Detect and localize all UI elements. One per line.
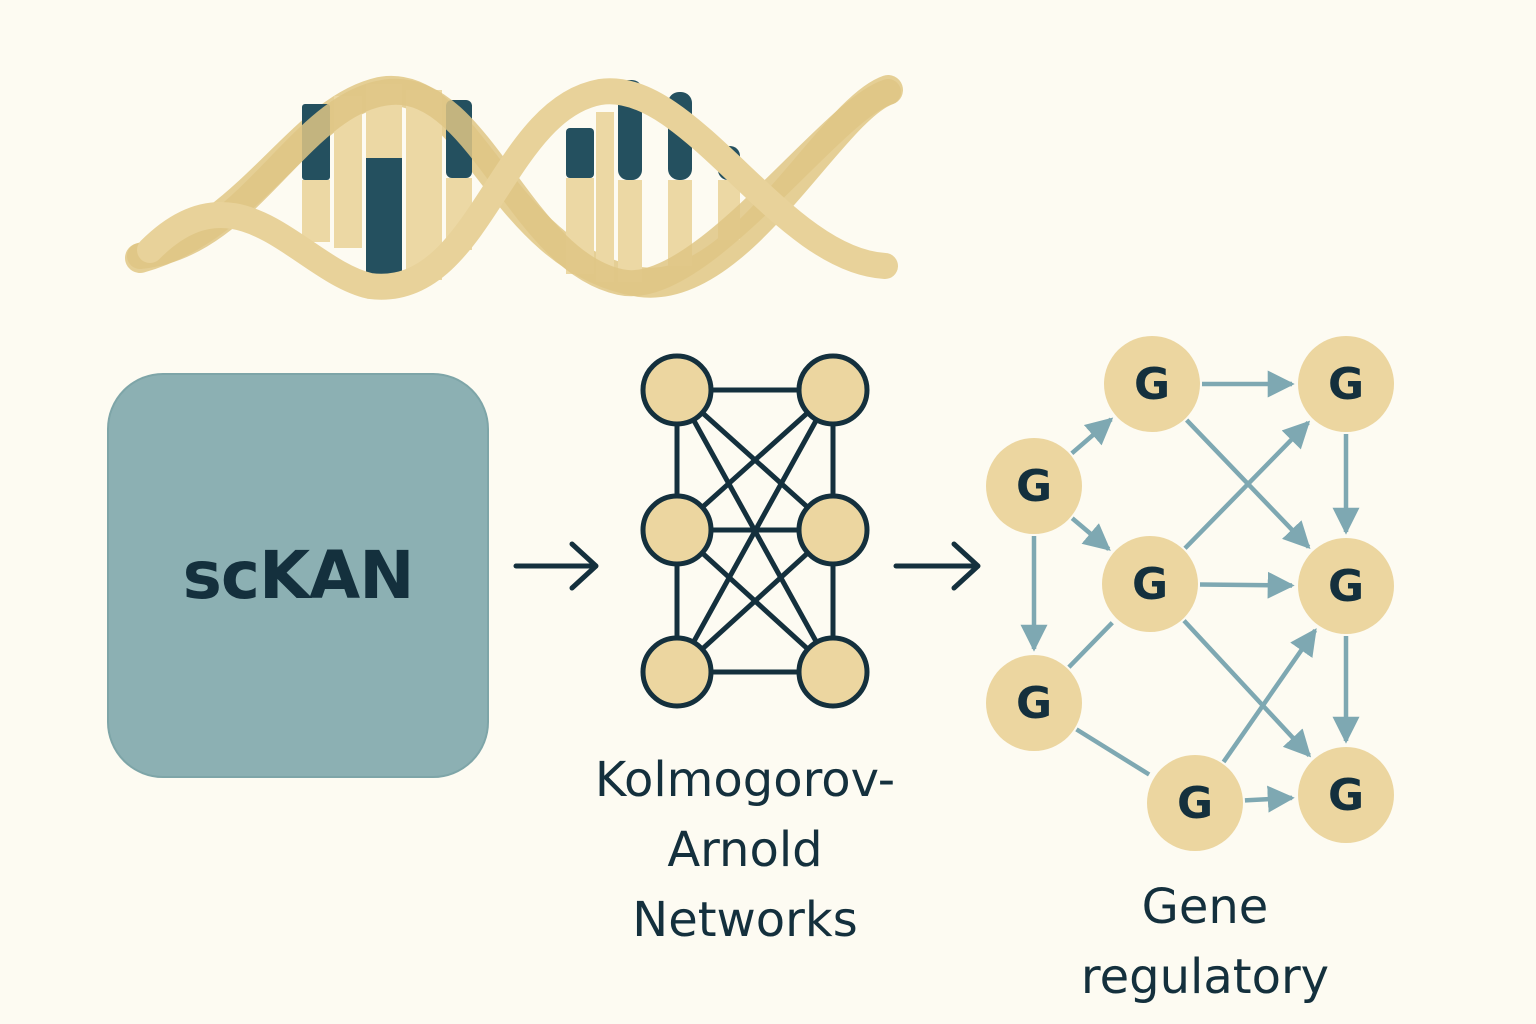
scKAN-block: scKAN: [107, 373, 489, 778]
kan-caption-line: Networks: [632, 892, 858, 948]
gene-node-label: G: [1328, 561, 1364, 612]
kan-node: [796, 493, 870, 567]
gene-edge: [1070, 516, 1111, 551]
gene-edge: [1070, 417, 1114, 456]
network-icon: [640, 353, 870, 709]
scKAN-label: scKAN: [182, 537, 415, 614]
kan-caption-line: Kolmogorov-: [594, 752, 896, 808]
gene-node-label: G: [1177, 778, 1213, 829]
kan-caption: Kolmogorov- Arnold Networks: [535, 745, 955, 955]
gene-node-circle: [1298, 747, 1394, 843]
gene-node: G: [1147, 755, 1243, 851]
gene-edge: [1183, 420, 1311, 550]
gene-node-circle: [986, 438, 1082, 534]
gene-node: G: [1298, 538, 1394, 634]
kan-node: [640, 493, 714, 567]
kan-caption-line: Arnold: [667, 822, 823, 878]
kan-node: [796, 353, 870, 427]
gene-edge: [1182, 619, 1312, 758]
dna-helix-icon: [125, 75, 903, 300]
gene-node-circle: [1298, 336, 1394, 432]
gene-node: G: [986, 655, 1082, 751]
grn-nodes: G G G G G G G G: [986, 336, 1394, 851]
gene-node: G: [1298, 747, 1394, 843]
gene-edge: [1221, 628, 1318, 764]
gene-caption-line: Gene: [1141, 879, 1269, 935]
gene-node-label: G: [1016, 461, 1052, 512]
gene-edge: [1244, 785, 1295, 813]
gene-node-label: G: [1016, 678, 1052, 729]
gene-node: G: [986, 438, 1082, 534]
gene-node-circle: [1104, 336, 1200, 432]
gene-node-label: G: [1132, 559, 1168, 610]
gene-node-circle: [986, 655, 1082, 751]
gene-node-label: G: [1328, 359, 1364, 410]
grn-edges: [1020, 370, 1360, 813]
gene-node: G: [1102, 536, 1198, 632]
gene-network-caption: Gene regulatory: [1005, 872, 1405, 1012]
gene-node-label: G: [1134, 359, 1170, 410]
gene-graph-icon: G G G G G G G G: [986, 336, 1394, 851]
gene-node: G: [1298, 336, 1394, 432]
kan-node: [640, 635, 714, 709]
gene-edge: [1067, 621, 1114, 669]
gene-node-circle: [1298, 538, 1394, 634]
kan-edge: [674, 388, 836, 674]
gene-edge: [1075, 727, 1151, 777]
gene-node-circle: [1147, 755, 1243, 851]
kan-node: [796, 635, 870, 709]
kan-node: [640, 353, 714, 427]
gene-caption-line: regulatory: [1080, 949, 1330, 1005]
dna-front-strand: [127, 78, 901, 300]
arrow-right-icon: [893, 541, 981, 591]
gene-node-label: G: [1328, 770, 1364, 821]
gene-node: G: [1104, 336, 1200, 432]
gene-edge: [1199, 571, 1295, 599]
arrow-right-icon: [513, 541, 599, 591]
gene-node-circle: [1102, 536, 1198, 632]
kan-nodes: [640, 353, 870, 709]
